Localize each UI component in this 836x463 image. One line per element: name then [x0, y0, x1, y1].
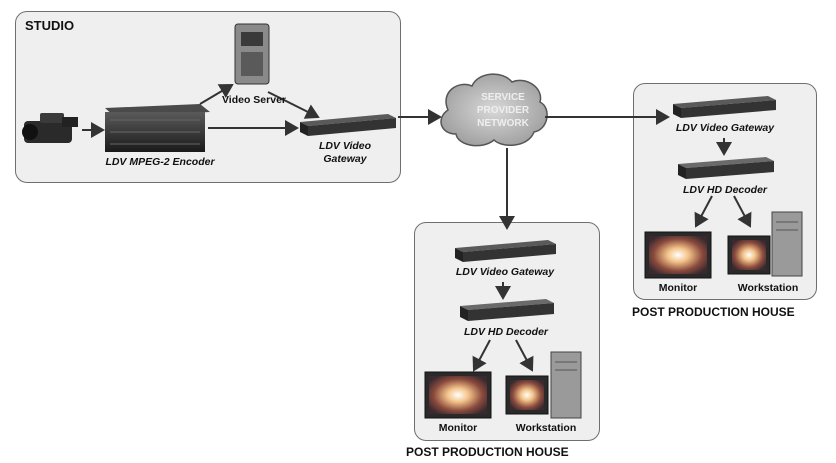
bottom-monitor-icon — [424, 371, 492, 419]
right-house-title: POST PRODUCTION HOUSE — [632, 305, 795, 319]
bottom-gateway-icon — [455, 240, 556, 262]
bottom-decoder-label: LDV HD Decoder — [463, 326, 548, 338]
encoder-label: LDV MPEG-2 Encoder — [105, 156, 215, 168]
video-server-label: Video Server — [221, 94, 286, 106]
video-server-icon — [234, 23, 270, 85]
right-monitor-icon — [644, 231, 712, 279]
studio-gateway-label-line1: LDV Video — [318, 140, 372, 152]
right-gateway-icon — [673, 96, 776, 118]
network-label-line3: NETWORK — [477, 118, 529, 129]
studio-panel — [15, 11, 401, 183]
bottom-workstation-label: Workstation — [515, 422, 577, 434]
bottom-house-title: POST PRODUCTION HOUSE — [406, 445, 569, 459]
right-workstation-icon — [727, 211, 803, 277]
right-gateway-label: LDV Video Gateway — [675, 122, 775, 134]
bottom-decoder-icon — [460, 299, 554, 321]
bottom-workstation-icon — [505, 351, 582, 419]
studio-title: STUDIO — [25, 18, 75, 33]
right-workstation-label: Workstation — [737, 282, 799, 294]
right-decoder-icon — [678, 157, 774, 179]
studio-gateway-icon — [300, 114, 396, 136]
bottom-monitor-label: Monitor — [438, 422, 478, 434]
network-label-line2: PROVIDER — [476, 105, 530, 116]
camera-icon — [22, 113, 78, 143]
network-label-line1: SERVICE — [481, 92, 525, 103]
studio-gateway-label-line2: Gateway — [323, 153, 367, 165]
right-decoder-label: LDV HD Decoder — [682, 184, 767, 196]
bottom-gateway-label: LDV Video Gateway — [455, 266, 555, 278]
encoder-icon — [105, 104, 210, 152]
right-monitor-label: Monitor — [658, 282, 698, 294]
network-cloud-icon — [440, 73, 548, 147]
